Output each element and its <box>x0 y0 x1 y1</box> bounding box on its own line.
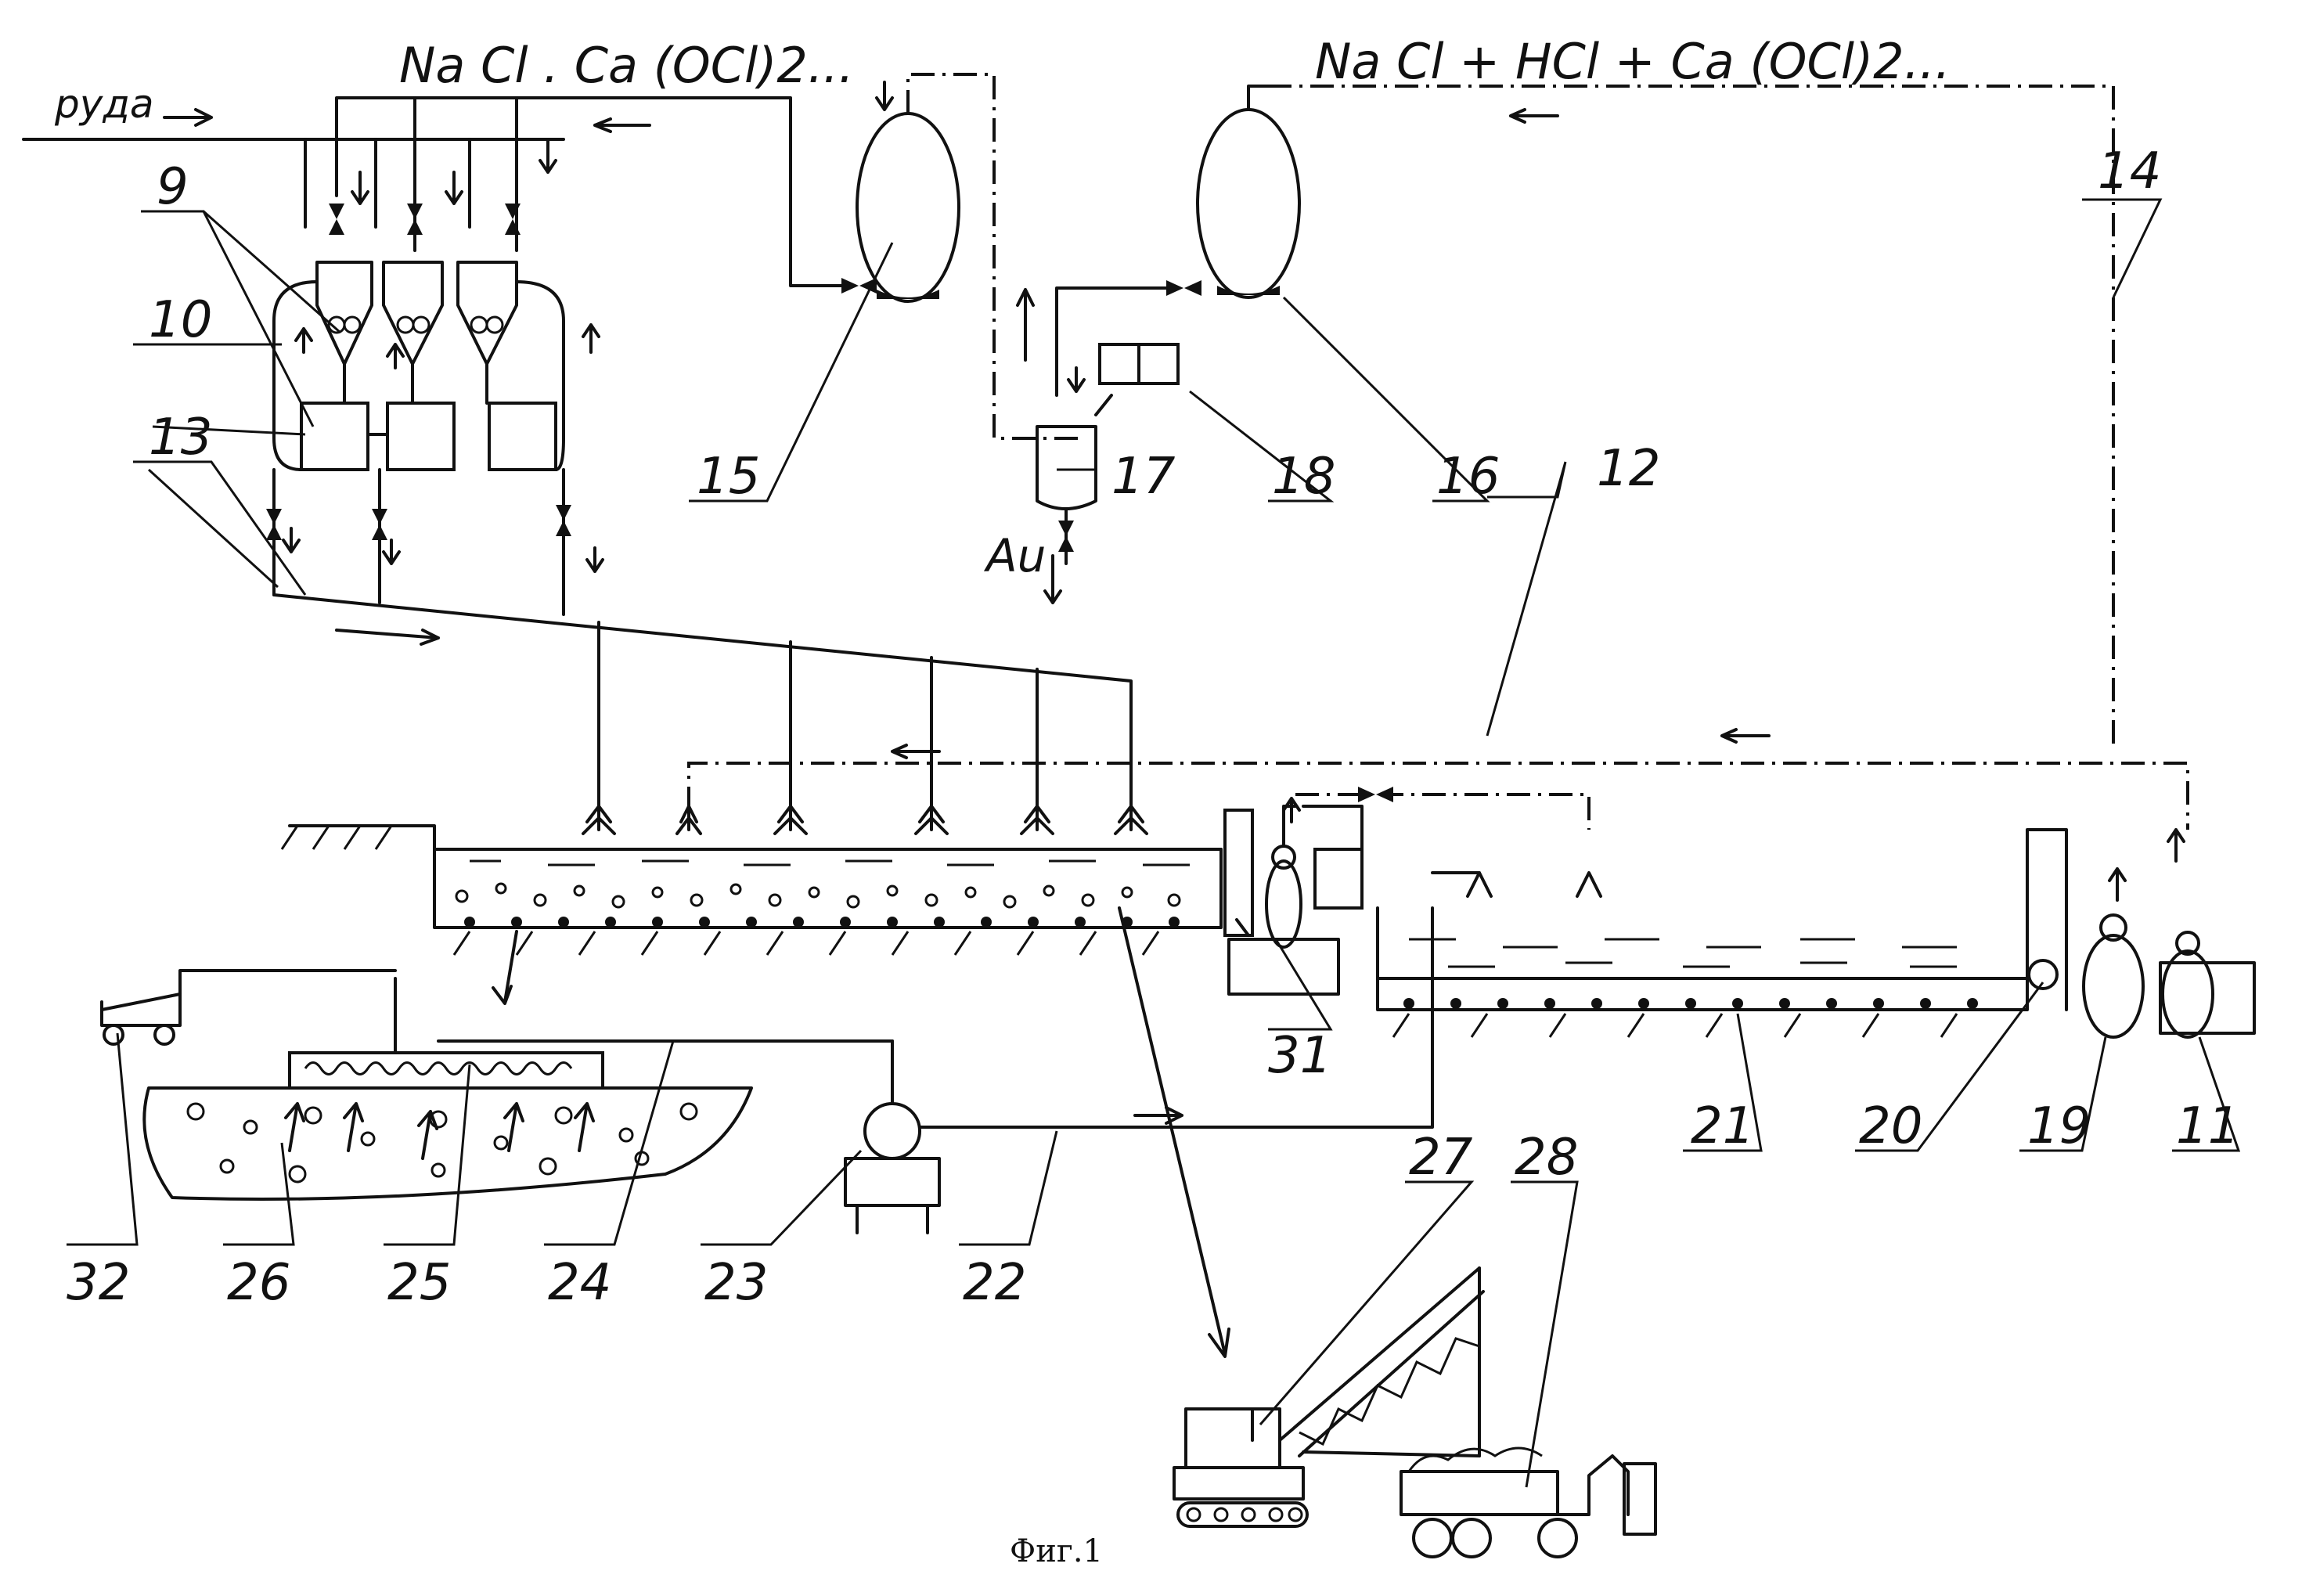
chemical-labels: руда Na Cl . Ca (OCl)2... Na Cl + HCl + … <box>54 33 1951 582</box>
return-line-12 <box>687 762 2189 830</box>
callout-32: 32 <box>67 1254 130 1312</box>
storage-tank-15 <box>841 73 1084 440</box>
label-reagents-left: Na Cl . Ca (OCl)2... <box>399 37 854 94</box>
truck-28 <box>1400 1446 1657 1558</box>
callout-12: 12 <box>1597 440 1660 498</box>
sprinklers <box>582 614 1148 835</box>
callout-numbers: 9 10 13 15 17 18 16 12 14 31 21 20 19 11… <box>67 142 2241 1488</box>
cart-32 <box>100 969 397 1046</box>
reactor-9 <box>315 261 373 366</box>
filter-18 <box>1094 343 1180 416</box>
callout-17: 17 <box>1111 448 1176 506</box>
excavator-27 <box>1173 1266 1485 1528</box>
callout-31: 31 <box>1268 1027 1331 1085</box>
leach-pad <box>280 824 1223 1005</box>
label-reagents-right: Na Cl + HCl + Ca (OCl)2... <box>1315 33 1951 90</box>
callout-24: 24 <box>548 1254 611 1312</box>
receiver-10 <box>300 402 369 471</box>
callout-18: 18 <box>1272 448 1335 506</box>
reactor-c <box>456 261 518 366</box>
callout-14: 14 <box>2098 142 2161 200</box>
callout-20: 20 <box>1859 1097 1922 1155</box>
callout-15: 15 <box>697 448 760 506</box>
solution-header-13 <box>272 593 1133 812</box>
label-ore-input: руда <box>54 81 154 127</box>
callout-22: 22 <box>963 1254 1026 1312</box>
callout-9: 9 <box>157 158 189 216</box>
callout-23: 23 <box>704 1254 768 1312</box>
label-gold: Au <box>983 529 1046 582</box>
callout-16: 16 <box>1436 448 1500 506</box>
figure-caption: Фиг.1 <box>1010 1533 1103 1569</box>
callout-19: 19 <box>2027 1097 2091 1155</box>
callout-25: 25 <box>387 1254 451 1312</box>
callout-11: 11 <box>2176 1097 2239 1155</box>
pump-11 <box>2159 828 2256 1039</box>
callout-10: 10 <box>149 291 212 349</box>
dump-pile-26 <box>142 1086 753 1201</box>
callout-27: 27 <box>1409 1129 1473 1187</box>
storage-tank-16 <box>1016 85 2115 751</box>
callout-13: 13 <box>149 409 212 467</box>
pump-23 <box>844 1036 1434 1234</box>
reactor-b <box>382 261 444 366</box>
pump-19 <box>2027 867 2145 1039</box>
perforated-pipe-25 <box>288 977 894 1105</box>
callout-21: 21 <box>1691 1097 1754 1155</box>
callout-28: 28 <box>1515 1129 1578 1187</box>
pond-21 <box>1376 828 2068 1039</box>
precipitator-17 <box>1036 366 1097 604</box>
callout-26: 26 <box>227 1254 290 1312</box>
collector-31 <box>1223 787 1591 996</box>
reagent-preparation-unit <box>22 96 1133 812</box>
